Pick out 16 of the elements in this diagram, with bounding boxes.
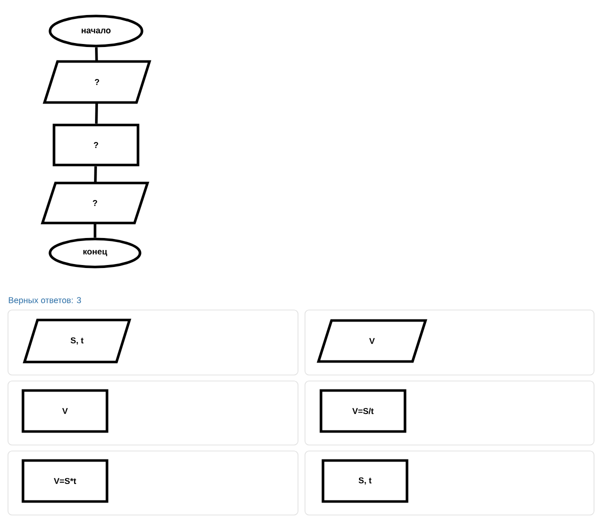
answer-card [8, 380, 298, 446]
process-box: S, t [322, 459, 408, 503]
process-box: V [22, 389, 108, 433]
connector-line [94, 223, 96, 238]
answer-card [304, 380, 594, 446]
connector-line [95, 102, 98, 124]
connector-line [94, 166, 97, 183]
answer-card [8, 450, 298, 516]
process-box: V=S*t [22, 459, 108, 503]
answer-card [304, 310, 594, 376]
answer-count-note: Верных ответов: 3 [8, 297, 81, 305]
process-box: V=S/t [320, 389, 406, 433]
process-box: ? [52, 124, 140, 166]
answer-card [304, 450, 594, 516]
connector-line [95, 47, 98, 62]
answer-card [8, 310, 298, 376]
